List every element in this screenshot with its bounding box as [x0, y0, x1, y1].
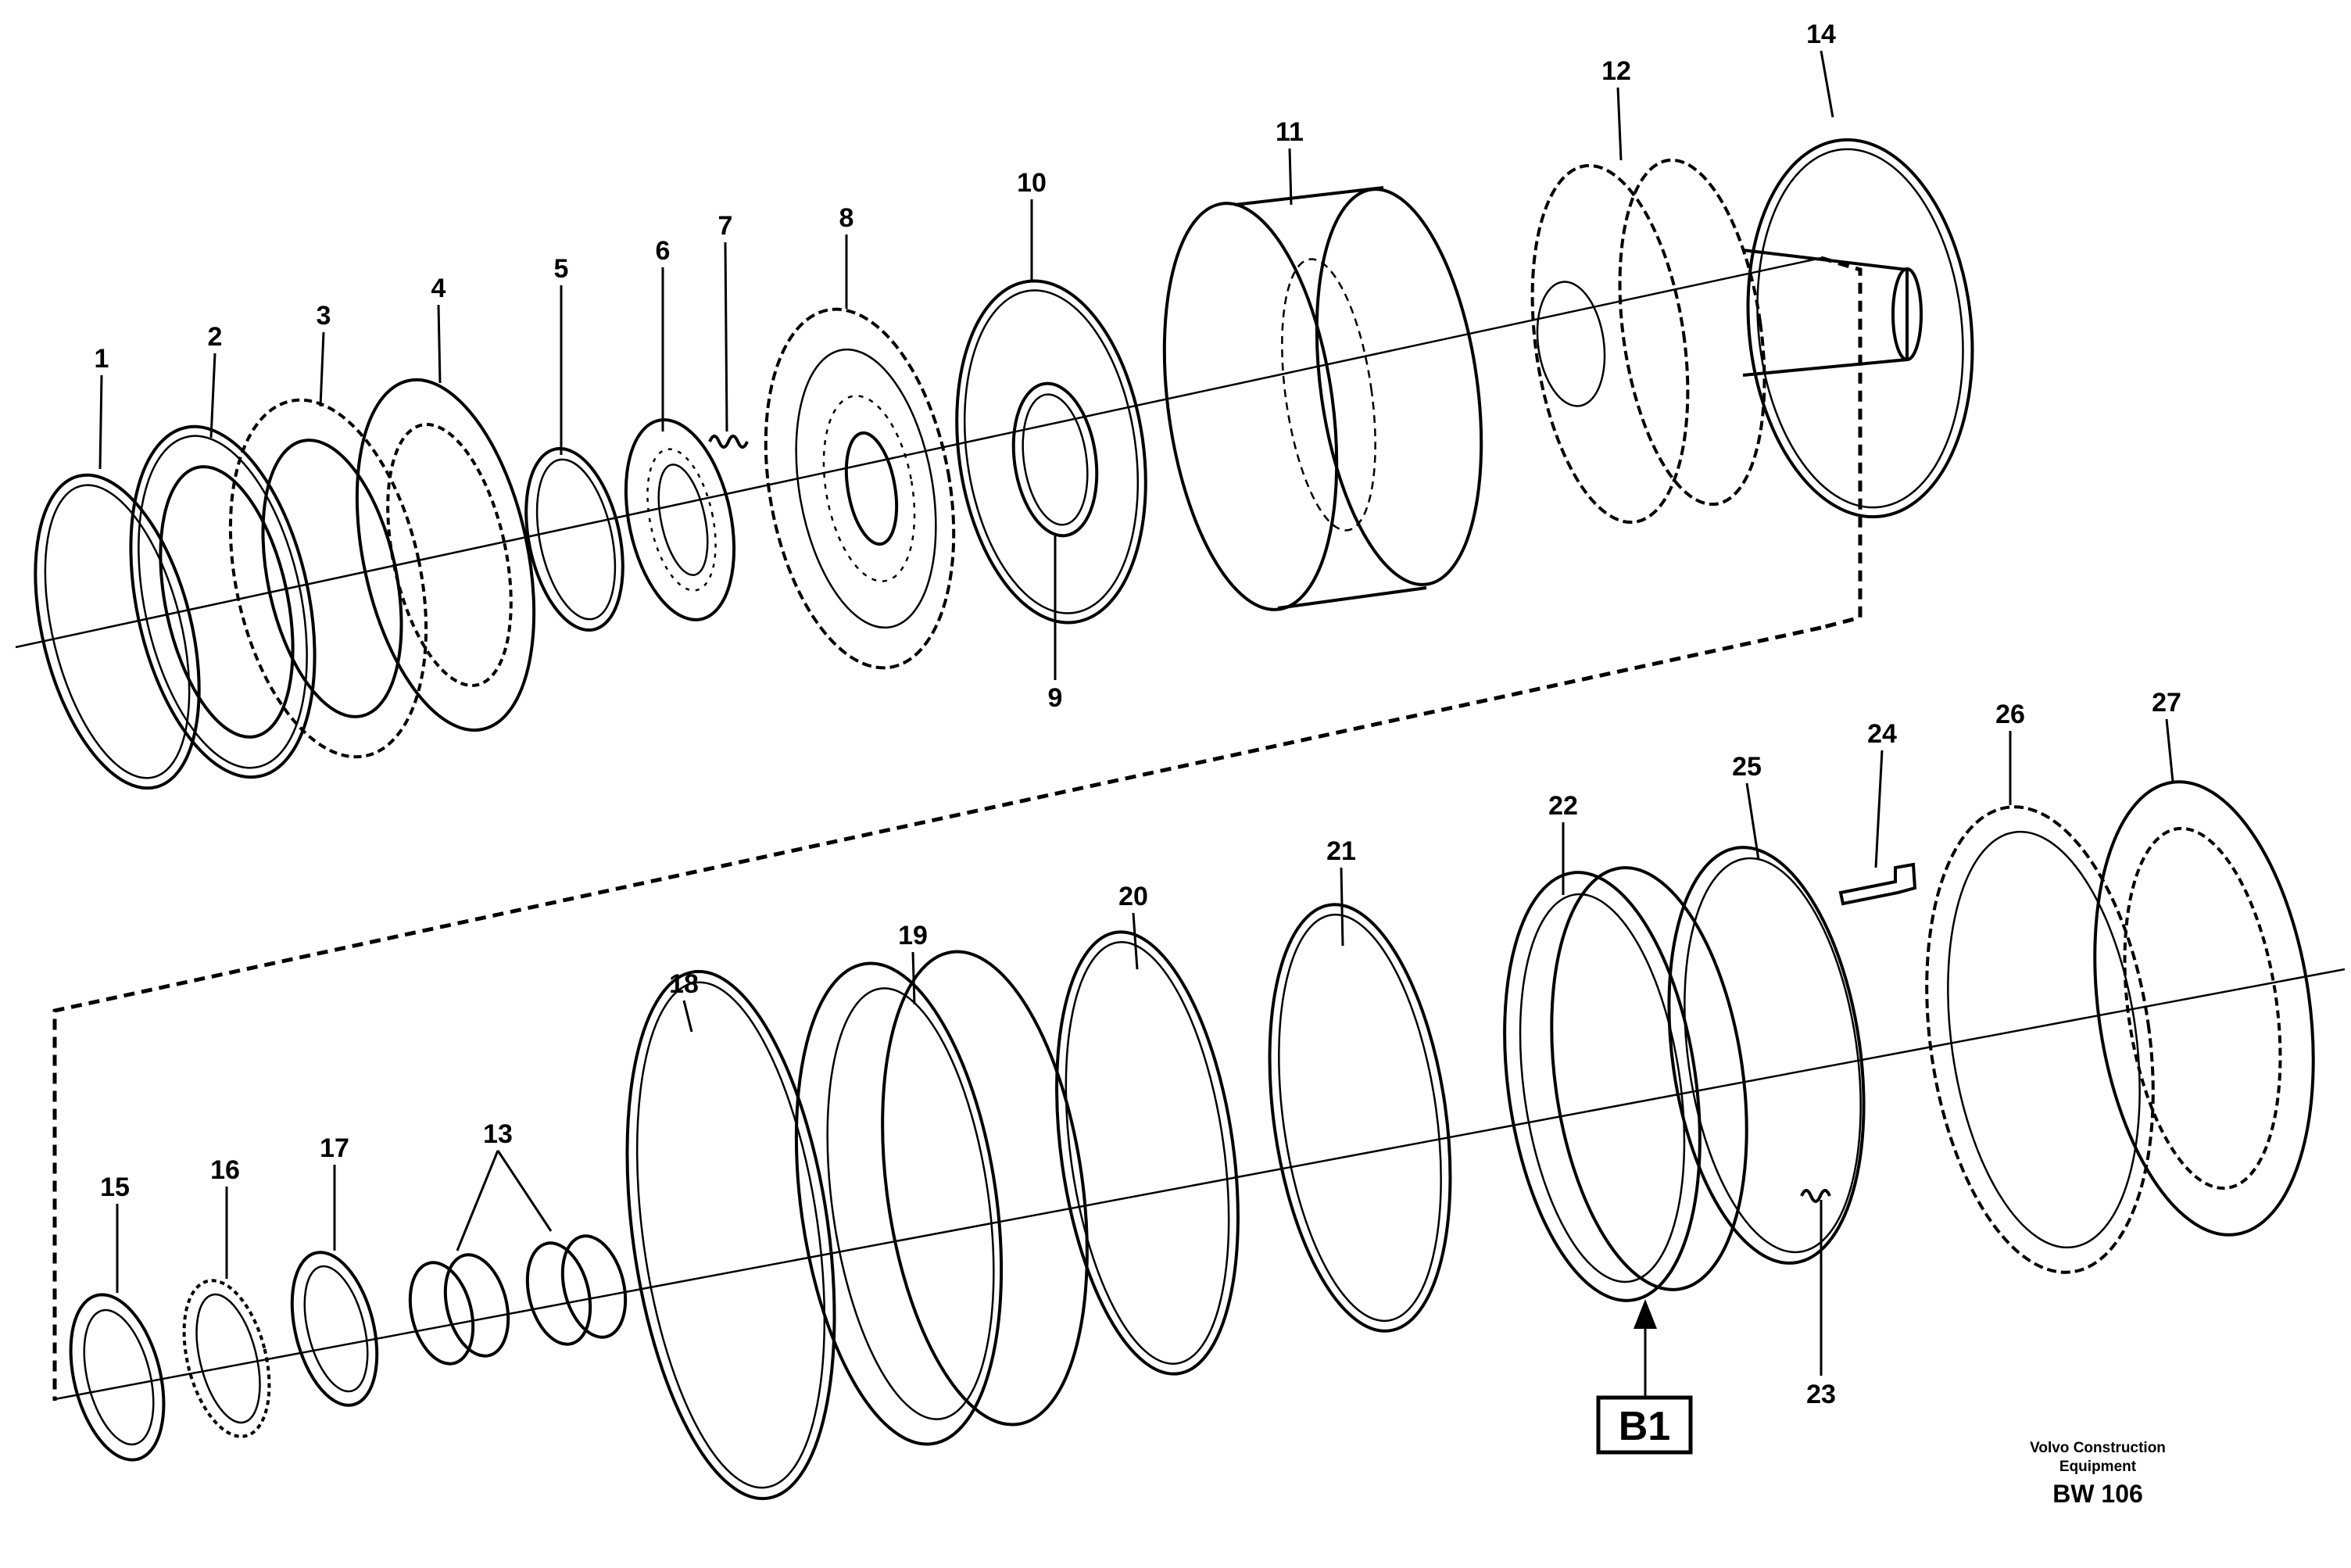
part-5-ring	[524, 446, 624, 632]
part-27-friction-disc	[2093, 780, 2315, 1237]
part-22-cylinder	[1503, 866, 1748, 1302]
part-18-snap-ring	[625, 969, 836, 1501]
callout-23: 23	[1806, 1380, 1836, 1409]
part-20-seal-ring	[1055, 930, 1240, 1376]
callout-20: 20	[1118, 882, 1148, 911]
callout-24: 24	[1867, 719, 1897, 749]
part-15-seal	[69, 1293, 166, 1462]
callout-3: 3	[317, 301, 331, 331]
b1-reference-arrow	[1634, 1299, 1657, 1398]
callout-27: 27	[2152, 688, 2181, 718]
b1-reference-label: B1	[1619, 1404, 1670, 1449]
callout-17: 17	[320, 1133, 349, 1163]
callout-7: 7	[718, 211, 733, 241]
part-2-clutch-disc	[129, 424, 317, 779]
upper-axis-line	[15, 256, 1822, 649]
part-23-spring	[1800, 1189, 1831, 1203]
part-19-piston	[794, 950, 1089, 1446]
part-14-large-snap-ring	[1746, 138, 1974, 519]
callout-12: 12	[1601, 56, 1631, 86]
callout-9: 9	[1048, 683, 1063, 713]
part-21-seal-ring	[1268, 903, 1452, 1333]
callout-labels: 1 2 3 4 5 6 7 8 9 10 11 12 14 15 16 17 1…	[95, 20, 2181, 1409]
callout-18: 18	[669, 969, 699, 999]
part-7-spring	[708, 435, 749, 449]
callout-16: 16	[210, 1155, 240, 1185]
part-1-snap-ring	[34, 473, 201, 790]
part-26-toothed-plate	[1925, 805, 2155, 1274]
callout-5: 5	[554, 254, 569, 284]
upper-assembly	[15, 138, 1974, 790]
callout-11: 11	[1276, 117, 1304, 147]
callout-21: 21	[1326, 836, 1356, 866]
leader-lines	[98, 50, 2174, 1376]
part-25-retainer	[1667, 846, 1866, 1265]
callout-1: 1	[95, 344, 109, 374]
callout-8: 8	[839, 203, 854, 233]
dashed-connector-bottom	[52, 625, 1822, 1401]
drawing-code: BW 106	[2052, 1480, 2143, 1508]
part-8-gear-hub	[764, 307, 956, 670]
part-24-bolt	[1838, 862, 1917, 906]
callout-25: 25	[1732, 752, 1762, 782]
lower-assembly: B1	[52, 625, 2346, 1501]
callout-2: 2	[208, 322, 223, 352]
dashed-connector-top	[1820, 256, 1863, 630]
callout-15: 15	[100, 1172, 130, 1202]
callout-6: 6	[656, 236, 671, 266]
part-17-bearing-race	[290, 1251, 379, 1407]
part-10-large-washer	[955, 279, 1147, 625]
callout-4: 4	[431, 274, 446, 303]
drawing-footer: Volvo Construction Equipment BW 106	[2030, 1440, 2166, 1508]
part-3-toothed-plate	[228, 398, 428, 759]
callout-22: 22	[1548, 791, 1578, 821]
part-13-bushings	[408, 1234, 628, 1366]
callout-26: 26	[1995, 700, 2025, 729]
part-16-needle-bearing	[182, 1279, 271, 1438]
credit-line-2: Equipment	[2059, 1459, 2137, 1475]
callout-13: 13	[483, 1119, 513, 1149]
b1-reference-box	[1596, 1395, 1693, 1455]
callout-14: 14	[1806, 20, 1836, 49]
part-9-inner-ring	[1011, 381, 1099, 538]
callout-10: 10	[1017, 168, 1047, 198]
callout-19: 19	[898, 921, 928, 950]
part-4-friction-disc	[355, 378, 536, 732]
credit-line-1: Volvo Construction	[2030, 1440, 2166, 1456]
part-6-thrust-washer	[624, 418, 736, 621]
part-11-gear-drum	[1162, 186, 1483, 611]
lower-axis-line	[54, 968, 2346, 1401]
